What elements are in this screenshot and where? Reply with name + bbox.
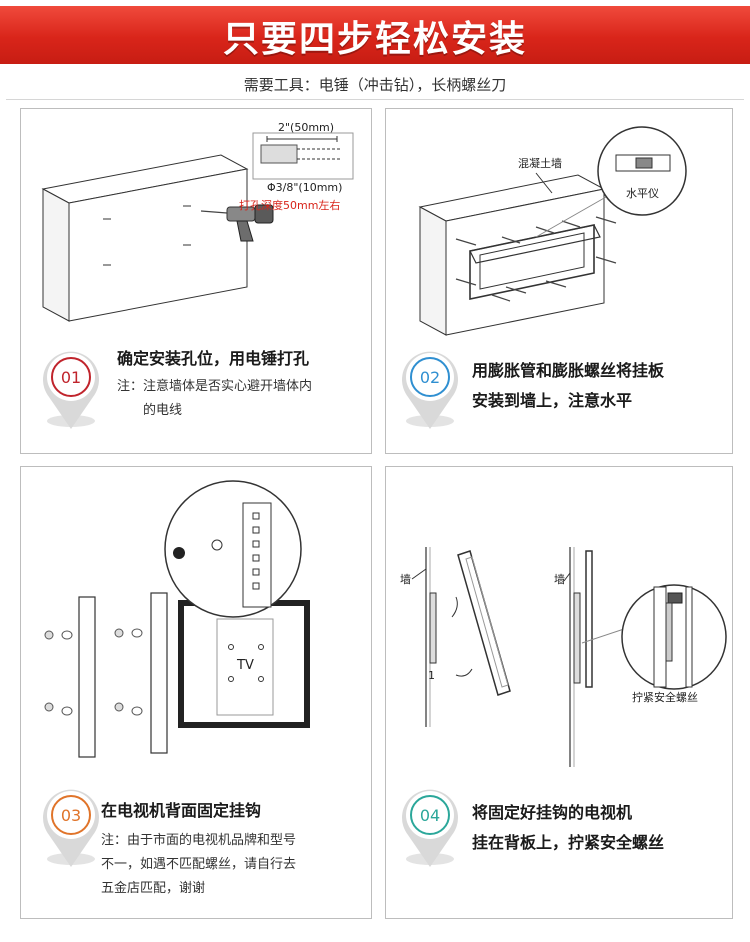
page-title: 只要四步轻松安装 [222, 19, 527, 60]
step-4-number: 04 [420, 806, 440, 825]
step-3-number-badge: 03 [43, 789, 100, 867]
divider [6, 99, 744, 100]
step-2-number: 02 [420, 368, 440, 387]
step-2-number-badge: 02 [402, 351, 458, 429]
step-1-illustration: 2"(50mm) Φ3/8"(10mm) 打孔深度50mm左右 [41, 121, 354, 322]
drill-depth-label: 打孔深度50mm左右 [239, 198, 340, 212]
step-3-note-line-1: 注：由于市面的电视机品牌和型号 [101, 833, 297, 848]
title-banner: 只要四步轻松安装 [0, 0, 750, 70]
step-3-number: 03 [61, 806, 81, 825]
step-4-title-line-1: 将固定好挂钩的电视机 [472, 803, 633, 822]
step-2-title-line-1: 用膨胀管和膨胀螺丝将挂板 [472, 361, 665, 380]
step-3-illustration: TV [44, 480, 310, 758]
step-1-title: 确定安装孔位，用电锤打孔 [117, 349, 310, 368]
wall-label-left: 墙 [400, 572, 411, 586]
step-2-title-line-2: 安装到墙上，注意水平 [472, 391, 633, 410]
step-4-title-line-2: 挂在背板上，拧紧安全螺丝 [472, 833, 665, 852]
step-4-illustration: 墙 1 墙 拧紧安全螺丝 [400, 547, 727, 767]
step-1-panel: 2"(50mm) Φ3/8"(10mm) 打孔深度50mm左右 01 确定安装孔… [20, 108, 372, 454]
wall-label-right: 墙 [554, 572, 565, 586]
dimension-length-label: 2"(50mm) [278, 121, 334, 134]
step-marker-label: 1 [428, 669, 435, 682]
step-1-number: 01 [61, 368, 81, 387]
banner-background [0, 6, 750, 64]
safety-screw-detail-circle [621, 584, 727, 690]
bracket-detail-circle [164, 480, 302, 618]
step-4-panel: 墙 1 墙 拧紧安全螺丝 04 将固定好挂钩的电视机 挂在背板上，拧紧安全螺丝 [385, 466, 733, 919]
step-3-panel: TV 03 在电视机背面固定挂钩 注：由于市面的电视机品牌和 [20, 466, 372, 919]
step-3-note-line-2: 不一，如遇不匹配螺丝，请自行去 [101, 857, 297, 872]
dimension-diameter-label: Φ3/8"(10mm) [267, 181, 342, 194]
step-3-title: 在电视机背面固定挂钩 [101, 801, 262, 820]
step-3-note-line-3: 五金店匹配，谢谢 [101, 881, 206, 896]
tighten-screw-label: 拧紧安全螺丝 [632, 690, 698, 704]
step-1-note-line-1: 注：注意墙体是否实心避开墙体内 [117, 379, 313, 394]
level-label: 水平仪 [626, 187, 659, 200]
tv-bracket-icon [78, 592, 168, 758]
step-2-panel: 混凝土墙 水平仪 02 用膨胀管和膨胀螺丝将挂板 安装到墙上，注意水平 [385, 108, 733, 454]
step-4-number-badge: 04 [402, 789, 458, 867]
step-2-illustration: 混凝土墙 水平仪 [418, 126, 687, 336]
step-1-number-badge: 01 [43, 351, 100, 429]
drill-icon [200, 204, 274, 242]
concrete-wall-label: 混凝土墙 [518, 156, 562, 170]
step-1-note-line-2: 的电线 [143, 403, 183, 418]
tools-required-text: 需要工具：电锤（冲击钻），长柄螺丝刀 [243, 76, 507, 94]
tv-label: TV [236, 658, 254, 673]
